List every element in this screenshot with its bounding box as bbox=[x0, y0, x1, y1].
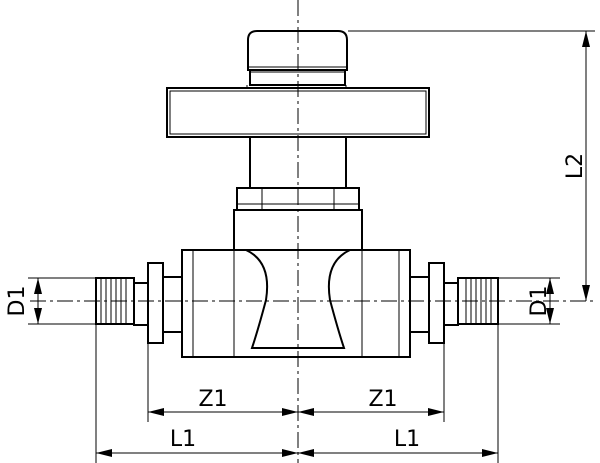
l1-right-label: L1 bbox=[394, 427, 420, 452]
l2-label: L2 bbox=[563, 153, 588, 179]
d1-left-label: D1 bbox=[5, 286, 30, 317]
handle-cap bbox=[247, 30, 348, 71]
d1-right-label: D1 bbox=[527, 286, 552, 317]
l1-dimension: L1 L1 bbox=[96, 427, 498, 457]
valve-body bbox=[95, 30, 499, 358]
d1-right-dimension: D1 bbox=[527, 278, 554, 324]
z1-left-label: Z1 bbox=[198, 387, 227, 412]
right-coupling bbox=[409, 276, 430, 333]
z1-right-label: Z1 bbox=[368, 387, 397, 412]
z1-dimension: Z1 Z1 bbox=[148, 387, 444, 416]
l1-left-label: L1 bbox=[170, 427, 196, 452]
left-flange bbox=[147, 262, 164, 344]
d1-left-dimension: D1 bbox=[5, 278, 42, 324]
left-coupling bbox=[162, 276, 183, 333]
right-flange bbox=[428, 262, 445, 344]
l2-dimension: L2 bbox=[563, 31, 590, 301]
